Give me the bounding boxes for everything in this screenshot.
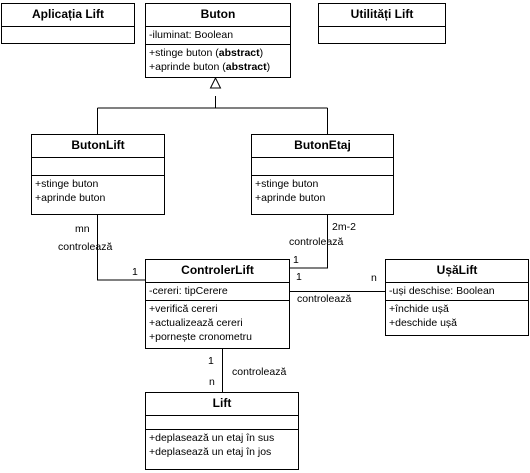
class-buton-lift[interactable]: ButonLift +stinge buton +aprinde buton — [31, 134, 165, 215]
attribute: -iluminat: Boolean — [149, 29, 234, 41]
class-buton[interactable]: Buton -iluminat: Boolean +stinge buton (… — [145, 3, 291, 78]
attributes-compartment — [319, 27, 445, 45]
multiplicity-label: 1 — [296, 271, 302, 283]
methods-compartment: +stinge buton +aprinde buton — [252, 176, 393, 207]
methods-compartment: +închide ușă +deschide ușă — [386, 301, 528, 332]
multiplicity-label: 2m-2 — [332, 221, 356, 233]
multiplicity-label: mn — [75, 223, 90, 235]
method: +actualizează cereri — [149, 317, 243, 329]
class-title: Lift — [146, 393, 298, 416]
method: +stinge buton — [255, 178, 319, 190]
multiplicity-label: 1 — [293, 254, 299, 266]
method: +închide ușă — [389, 303, 449, 315]
attributes-compartment: -iluminat: Boolean — [146, 27, 290, 45]
multiplicity-label: n — [209, 376, 215, 388]
association-label: controlează — [58, 241, 113, 253]
attributes-compartment — [252, 158, 393, 176]
attributes-compartment: -uși deschise: Boolean — [386, 283, 528, 301]
method: +verifică cereri — [149, 303, 218, 315]
assoc-butonetaj-controler — [290, 215, 328, 269]
method: +deplasează un etaj în sus — [149, 432, 275, 444]
method: +aprinde buton (abstract) — [149, 61, 271, 73]
class-title: UșăLift — [386, 260, 528, 283]
class-usa-lift[interactable]: UșăLift -uși deschise: Boolean +închide … — [385, 259, 529, 336]
class-title: Buton — [146, 4, 290, 27]
method: +aprinde buton — [35, 192, 106, 204]
class-controler-lift[interactable]: ControlerLift -cereri: tipCerere +verifi… — [145, 259, 290, 349]
multiplicity-label: 1 — [208, 355, 214, 367]
method: +stinge buton (abstract) — [149, 47, 264, 59]
methods-compartment: +stinge buton (abstract) +aprinde buton … — [146, 45, 290, 76]
association-label: controlează — [232, 366, 287, 378]
multiplicity-label: 1 — [132, 266, 138, 278]
method: +deplasează un etaj în jos — [149, 446, 272, 458]
class-title: Aplicația Lift — [2, 4, 134, 27]
association-label: controlează — [297, 293, 352, 305]
method: +aprinde buton — [255, 192, 326, 204]
multiplicity-label: n — [371, 272, 377, 284]
generalization-arrowhead — [209, 76, 222, 89]
attributes-compartment — [32, 158, 164, 176]
class-title: Utilități Lift — [319, 4, 445, 27]
methods-compartment: +stinge buton +aprinde buton — [32, 176, 164, 207]
class-buton-etaj[interactable]: ButonEtaj +stinge buton +aprinde buton — [251, 134, 394, 215]
method: +deschide ușă — [389, 317, 458, 329]
method: +stinge buton — [35, 178, 99, 190]
class-title: ButonEtaj — [252, 135, 393, 158]
association-label: controlează — [289, 236, 344, 248]
class-aplicatia-lift[interactable]: Aplicația Lift — [1, 3, 135, 44]
attribute: -uși deschise: Boolean — [389, 285, 495, 297]
attributes-compartment — [2, 27, 134, 45]
method: +pornește cronometru — [149, 331, 253, 343]
class-title: ControlerLift — [146, 260, 289, 283]
attribute: -cereri: tipCerere — [149, 285, 228, 297]
methods-compartment: +verifică cereri +actualizează cereri +p… — [146, 301, 289, 346]
attributes-compartment — [146, 416, 298, 430]
assoc-butonlift-controler — [97, 215, 145, 281]
methods-compartment: +deplasează un etaj în sus +deplasează u… — [146, 430, 298, 461]
class-title: ButonLift — [32, 135, 164, 158]
attributes-compartment: -cereri: tipCerere — [146, 283, 289, 301]
class-utilitati-lift[interactable]: Utilități Lift — [318, 3, 446, 44]
class-lift[interactable]: Lift +deplasează un etaj în sus +deplase… — [145, 392, 299, 470]
